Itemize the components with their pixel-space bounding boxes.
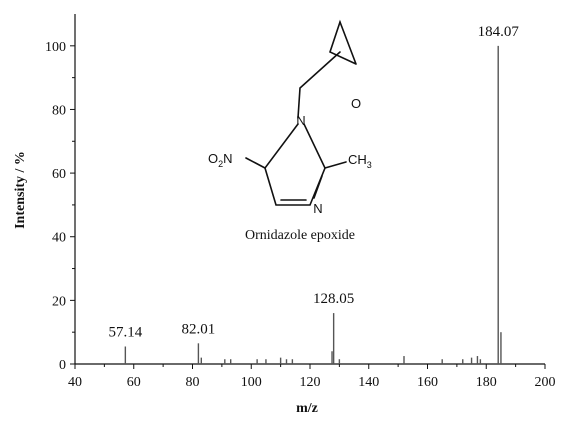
x-tick-label: 140 — [358, 375, 379, 390]
epoxide-oxygen: O — [351, 96, 361, 111]
epoxide-bond — [329, 19, 357, 65]
imidazole-ring — [264, 123, 326, 206]
y-tick-label: 0 — [59, 358, 66, 373]
peak-label: 82.01 — [182, 321, 216, 337]
y-tick-label: 60 — [52, 167, 66, 182]
y-tick-label: 80 — [52, 103, 66, 118]
x-tick-label: 120 — [300, 375, 321, 390]
x-tick-label: 80 — [186, 375, 200, 390]
x-tick-label: 200 — [535, 375, 556, 390]
nitro-bond — [245, 157, 266, 169]
peak-label: 128.05 — [313, 291, 354, 307]
ring-nitrogen-3: N — [313, 201, 322, 216]
ring-nitrogen-1: N — [296, 113, 305, 128]
y-tick-label: 100 — [45, 40, 66, 55]
y-tick-label: 40 — [52, 231, 66, 246]
x-tick-label: 180 — [476, 375, 497, 390]
nitro-group-label: O2N — [208, 151, 233, 169]
structure-caption: Ornidazole epoxide — [245, 228, 355, 243]
structure-inset: O N N O2N CH3 Ornidazole epoxide — [208, 19, 372, 243]
methyl-group-label: CH3 — [348, 152, 372, 170]
chain-bonds — [297, 51, 341, 119]
x-tick-label: 160 — [417, 375, 438, 390]
y-axis-label: Intensity / % — [13, 151, 28, 229]
chart-axes — [74, 14, 545, 365]
imidazole-double-bond-2 — [313, 175, 323, 199]
y-tick-label: 20 — [52, 294, 66, 309]
methyl-bond — [324, 161, 347, 169]
x-tick-label: 40 — [68, 375, 82, 390]
x-tick-label: 60 — [127, 375, 141, 390]
peak-label: 57.14 — [108, 325, 142, 341]
peak-label: 184.07 — [478, 24, 520, 40]
x-axis-label: m/z — [296, 401, 318, 416]
peak-labels: 57.14 82.01 128.05 184.07 — [108, 24, 519, 341]
spectrum-peaks — [124, 45, 502, 364]
x-tick-label: 100 — [241, 375, 262, 390]
axis-ticks: 40 60 80 100 120 140 160 180 200 0 20 40 60 80 100 — [45, 40, 556, 390]
